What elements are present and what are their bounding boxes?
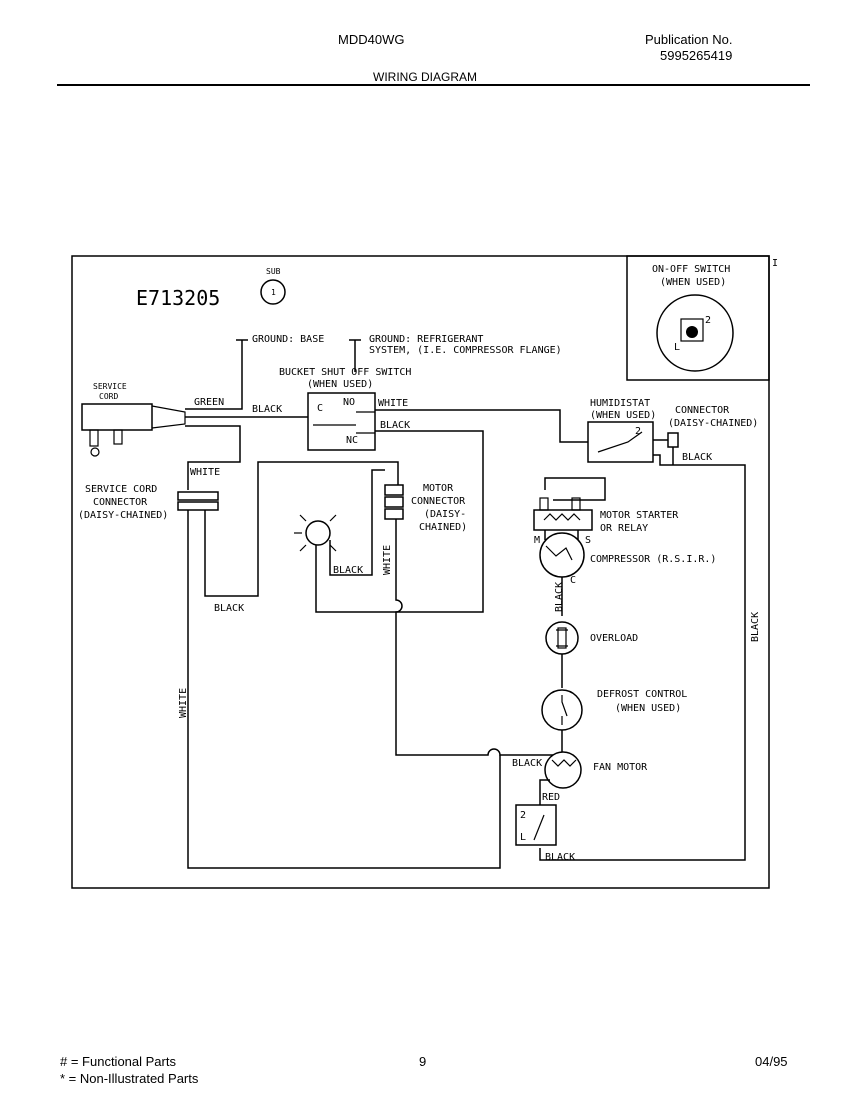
diagram-frame bbox=[71, 255, 770, 889]
wire-black-lamp-label: BLACK bbox=[333, 565, 363, 576]
diagram-label: C bbox=[570, 575, 576, 586]
diagram-label: NC bbox=[346, 435, 358, 446]
wire-green-label: GREEN bbox=[194, 397, 224, 408]
legend-functional: # = Functional Parts bbox=[60, 1054, 176, 1069]
bucket-switch-sublabel: (WHEN USED) bbox=[307, 379, 373, 390]
humidistat-icon: 2 bbox=[587, 421, 654, 463]
service-cord-conn-label-2: CONNECTOR bbox=[93, 497, 148, 508]
wire-black-bottom-label: BLACK bbox=[545, 852, 575, 863]
diagram-label: 2 bbox=[635, 426, 641, 437]
service-cord-connector-icon bbox=[177, 491, 219, 511]
sub-label: SUB bbox=[266, 267, 281, 276]
diagram-label: C bbox=[317, 403, 323, 414]
humidistat-sublabel: (WHEN USED) bbox=[590, 410, 656, 421]
motor-starter-icon bbox=[533, 497, 593, 531]
motor-conn-label-2: CONNECTOR bbox=[411, 496, 466, 507]
connector-sublabel: (DAISY-CHAINED) bbox=[668, 418, 758, 429]
sub-circle bbox=[260, 279, 286, 305]
ground-refrigerant-label-2: SYSTEM, (I.E. COMPRESSOR FLANGE) bbox=[369, 345, 562, 356]
publication-label: Publication No. bbox=[645, 32, 733, 47]
wire-black-cord-label: BLACK bbox=[252, 404, 282, 415]
humidistat-label: HUMIDISTAT bbox=[590, 398, 650, 409]
diagram-label: 2 bbox=[705, 315, 711, 326]
motor-connector-icon bbox=[384, 484, 404, 520]
wire-white-left-label: WHITE bbox=[178, 688, 189, 718]
overload-label: OVERLOAD bbox=[590, 633, 638, 644]
diagram-label: L bbox=[520, 832, 526, 843]
ground-refrigerant-label: GROUND: REFRIGERANT bbox=[369, 334, 483, 345]
motor-starter-label: MOTOR STARTER bbox=[600, 510, 679, 521]
drawing-number: E713205 bbox=[136, 286, 220, 310]
section-title: WIRING DIAGRAM bbox=[373, 70, 477, 84]
onoff-inset-box bbox=[626, 255, 770, 381]
page-number: 9 bbox=[419, 1054, 427, 1069]
wire-black-comp-label: BLACK bbox=[554, 582, 565, 612]
service-cord-plug-icon bbox=[81, 403, 186, 457]
fan-motor-icon bbox=[544, 751, 582, 789]
motor-conn-label: MOTOR bbox=[423, 483, 454, 494]
defrost-control-icon bbox=[541, 689, 583, 731]
service-cord-conn-label-3: (DAISY-CHAINED) bbox=[78, 510, 168, 521]
service-cord-conn-label: SERVICE CORD bbox=[85, 484, 157, 495]
diagram-label: CORD bbox=[99, 392, 118, 401]
compressor-icon: M S C bbox=[534, 532, 591, 586]
lamp-icon bbox=[294, 514, 337, 552]
ground-base-label: GROUND: BASE bbox=[252, 334, 324, 345]
wire-black-nc-label: BLACK bbox=[380, 420, 410, 431]
wire-black-lower-label: BLACK bbox=[214, 603, 244, 614]
defrost-sublabel: (WHEN USED) bbox=[615, 703, 681, 714]
motor-starter-sublabel: OR RELAY bbox=[600, 523, 648, 534]
legend-non-illustrated: * = Non-Illustrated Parts bbox=[60, 1071, 199, 1086]
wire-white-conn-label: WHITE bbox=[190, 467, 220, 478]
motor-conn-label-3: (DAISY- bbox=[424, 509, 466, 520]
footer-date: 04/95 bbox=[755, 1054, 788, 1069]
onoff-subtitle: (WHEN USED) bbox=[660, 277, 726, 288]
wire-black-hum-label: BLACK bbox=[682, 452, 712, 463]
wire-white-no-label: WHITE bbox=[378, 398, 408, 409]
diagram-label: M bbox=[534, 535, 540, 546]
wire-red-label: RED bbox=[542, 792, 560, 803]
onoff-switch-knob bbox=[680, 318, 704, 342]
onoff-title: ON-OFF SWITCH bbox=[652, 264, 730, 275]
header-rule bbox=[57, 84, 810, 86]
overload-icon bbox=[545, 621, 579, 655]
connector-label: CONNECTOR bbox=[675, 405, 730, 416]
connector-icon bbox=[667, 432, 679, 448]
diagram-label: S bbox=[585, 535, 591, 546]
diagram-label: SERVICE bbox=[93, 382, 127, 391]
diagram-label: NO bbox=[343, 397, 355, 408]
onoff-switch-icon bbox=[656, 294, 734, 372]
corner-mark: I bbox=[772, 258, 778, 269]
wire-white-motor-label: WHITE bbox=[382, 545, 393, 575]
wire-black-right-label: BLACK bbox=[750, 612, 761, 642]
diagram-label: L bbox=[674, 342, 680, 353]
wire-black-fan-label: BLACK bbox=[512, 758, 542, 769]
defrost-label: DEFROST CONTROL bbox=[597, 689, 687, 700]
publication-number: 5995265419 bbox=[660, 48, 733, 63]
model-number: MDD40WG bbox=[338, 32, 405, 47]
fan-motor-label: FAN MOTOR bbox=[593, 762, 648, 773]
diagram-label: 2 bbox=[520, 810, 526, 821]
bucket-switch-icon: C NO NC bbox=[307, 392, 376, 451]
bucket-switch-label: BUCKET SHUT OFF SWITCH bbox=[279, 367, 411, 378]
fan-switch-icon: 2 L bbox=[515, 804, 557, 846]
motor-conn-label-4: CHAINED) bbox=[419, 522, 467, 533]
compressor-label: COMPRESSOR (R.S.I.R.) bbox=[590, 554, 716, 565]
sub-number: 1 bbox=[271, 288, 276, 297]
